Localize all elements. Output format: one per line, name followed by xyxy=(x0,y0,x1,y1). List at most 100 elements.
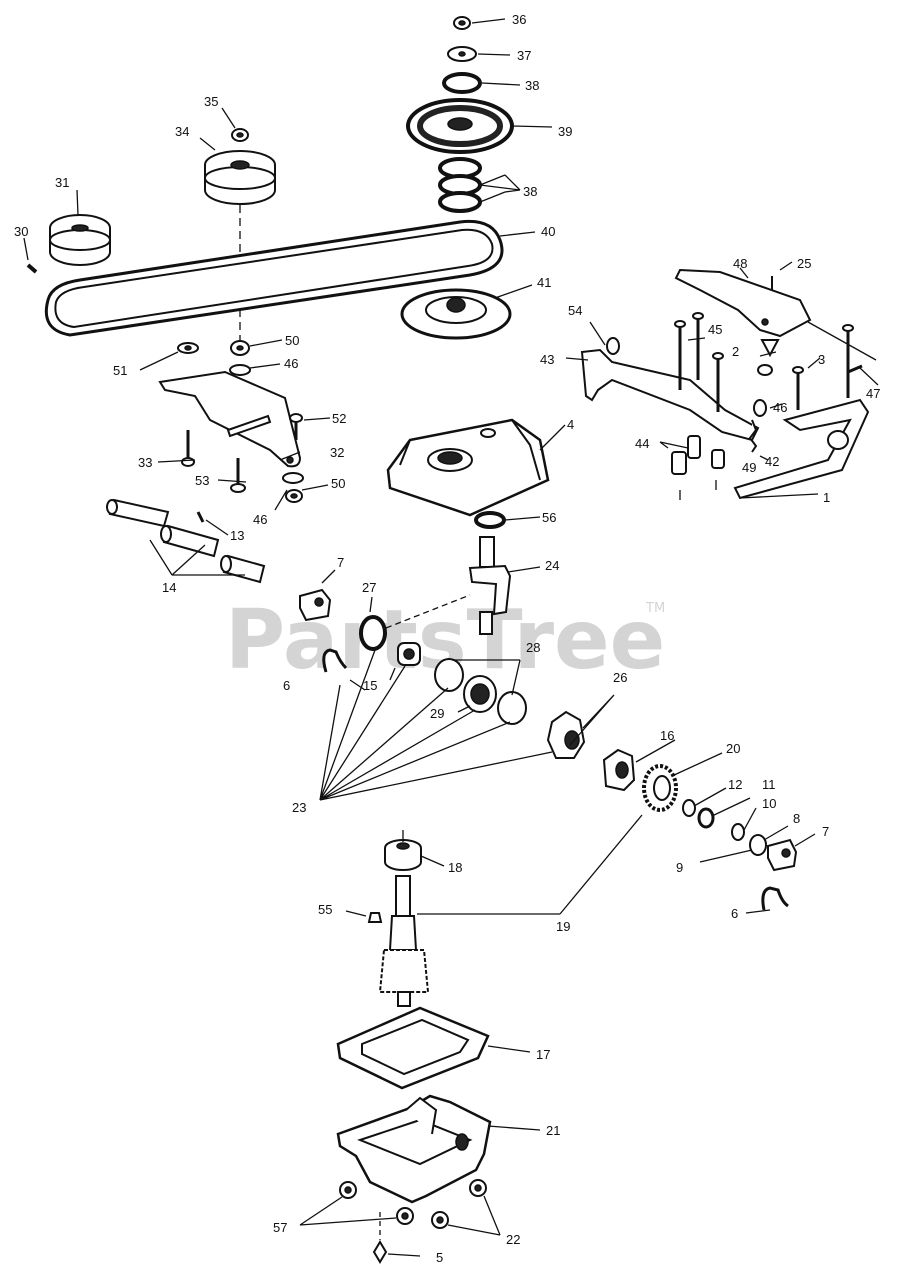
bracket-43 xyxy=(580,348,760,442)
label-30: 30 xyxy=(14,224,28,239)
washer-12 xyxy=(682,799,696,817)
label-56: 56 xyxy=(542,510,556,525)
label-11: 11 xyxy=(762,777,776,792)
nut-35 xyxy=(231,128,249,142)
bracket-32 xyxy=(158,370,302,468)
label-26: 26 xyxy=(613,670,627,685)
label-22: 22 xyxy=(506,1232,520,1247)
spacers-38-stack xyxy=(438,157,482,213)
spring-42 xyxy=(748,419,758,453)
label-55: 55 xyxy=(318,902,332,917)
label-8: 8 xyxy=(793,811,800,826)
shaft-24 xyxy=(468,536,512,635)
label-39: 39 xyxy=(558,124,572,139)
bolt-53 xyxy=(230,458,246,493)
label-7-right: 7 xyxy=(822,824,829,839)
label-34: 34 xyxy=(175,124,189,139)
nut-50-bottom xyxy=(285,489,303,503)
label-7-left: 7 xyxy=(337,555,344,570)
label-38-stack: 38 xyxy=(523,184,537,199)
shaft-14 xyxy=(106,498,266,584)
label-49: 49 xyxy=(742,460,756,475)
nut-22-right xyxy=(469,1179,487,1197)
label-13: 13 xyxy=(230,528,244,543)
label-42: 42 xyxy=(765,454,779,469)
spacer-54 xyxy=(606,337,620,355)
label-52: 52 xyxy=(332,411,346,426)
bearing-29 xyxy=(463,675,497,713)
label-54: 54 xyxy=(568,303,582,318)
label-47: 47 xyxy=(866,386,880,401)
label-25: 25 xyxy=(797,256,811,271)
label-12: 12 xyxy=(728,777,742,792)
washer-27 xyxy=(359,615,387,651)
label-31: 31 xyxy=(55,175,69,190)
label-53: 53 xyxy=(195,473,209,488)
gear-20 xyxy=(642,764,678,812)
seal-56 xyxy=(474,511,506,529)
spacer-38-top xyxy=(442,72,482,94)
pulley-31 xyxy=(49,214,111,266)
washer-46-right xyxy=(753,399,767,417)
housing-4 xyxy=(386,418,550,517)
nut-57-center xyxy=(396,1207,414,1225)
part-labels: 1 2 3 4 5 6 6 7 7 8 9 10 11 12 13 14 15 … xyxy=(14,12,880,1265)
label-44: 44 xyxy=(635,436,649,451)
spacer-49 xyxy=(711,449,725,469)
washer-28-left xyxy=(434,658,464,692)
gasket-17 xyxy=(336,1006,490,1090)
label-5: 5 xyxy=(436,1250,443,1265)
label-46-top: 46 xyxy=(284,356,298,371)
label-14: 14 xyxy=(162,580,176,595)
nut-36 xyxy=(453,16,471,30)
label-24: 24 xyxy=(545,558,559,573)
label-57: 57 xyxy=(273,1220,287,1235)
label-48: 48 xyxy=(733,256,747,271)
sprocket-16 xyxy=(602,748,636,792)
label-35: 35 xyxy=(204,94,218,109)
label-41: 41 xyxy=(537,275,551,290)
label-10: 10 xyxy=(762,796,776,811)
bolts-45 xyxy=(674,312,724,412)
label-28: 28 xyxy=(526,640,540,655)
label-29: 29 xyxy=(430,706,444,721)
bolt-right xyxy=(842,324,854,398)
nut-50-top xyxy=(230,340,250,356)
label-16: 16 xyxy=(660,728,674,743)
label-36: 36 xyxy=(512,12,526,27)
bolt-52 xyxy=(289,413,303,440)
bolt-3 xyxy=(792,366,804,410)
label-43: 43 xyxy=(540,352,554,367)
label-18: 18 xyxy=(448,860,462,875)
bearing-7-right xyxy=(767,838,798,872)
belt-40 xyxy=(44,219,504,337)
washer-8 xyxy=(749,834,767,856)
label-33: 33 xyxy=(138,455,152,470)
label-46-bottom: 46 xyxy=(253,512,267,527)
label-9: 9 xyxy=(676,860,683,875)
label-27: 27 xyxy=(362,580,376,595)
pin-30 xyxy=(26,263,38,274)
washer-2 xyxy=(757,364,773,376)
label-3: 3 xyxy=(818,352,825,367)
label-6-right: 6 xyxy=(731,906,738,921)
clip-6-left xyxy=(322,648,348,673)
pulley-41 xyxy=(400,288,512,340)
label-51: 51 xyxy=(113,363,127,378)
worm-shaft-19 xyxy=(378,875,430,1007)
label-50-top: 50 xyxy=(285,333,299,348)
label-15: 15 xyxy=(363,678,377,693)
label-4: 4 xyxy=(567,417,574,432)
drain-plug-5 xyxy=(372,1240,388,1264)
washer-51 xyxy=(177,342,199,354)
washer-10 xyxy=(731,823,745,841)
label-32: 32 xyxy=(330,445,344,460)
bushing-18 xyxy=(384,839,422,871)
washer-46-bottom xyxy=(282,472,304,484)
washer-46-top xyxy=(229,364,251,376)
bracket-1 xyxy=(733,398,870,500)
nut-57-left xyxy=(339,1181,357,1199)
watermark-trademark: TM xyxy=(645,601,665,616)
nut-22-center xyxy=(431,1211,449,1229)
